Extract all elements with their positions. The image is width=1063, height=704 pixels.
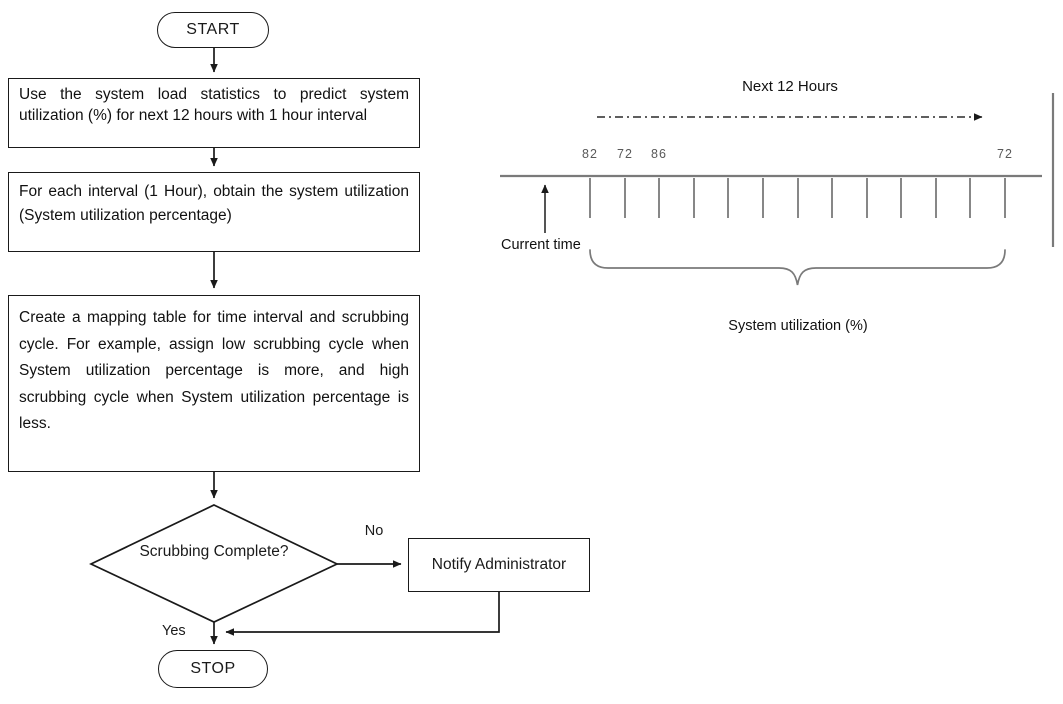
utilization-value-last: 72 <box>997 147 1013 161</box>
utilization-value-2: 72 <box>617 147 633 161</box>
decision-diamond-shape <box>89 504 339 623</box>
utilization-value-3: 86 <box>651 147 667 161</box>
timeline-title: Next 12 Hours <box>742 78 838 95</box>
process-step1: Use the system load statistics to predic… <box>8 78 420 148</box>
hour-tick-marks <box>589 178 1006 218</box>
start-node: START <box>157 12 269 48</box>
utilization-value-1: 82 <box>582 147 598 161</box>
notify-admin-label: Notify Administrator <box>431 556 567 573</box>
start-label: START <box>186 21 240 38</box>
system-utilization-label: System utilization (%) <box>728 318 868 334</box>
step2-text: For each interval (1 Hour), obtain the s… <box>19 183 409 224</box>
branch-yes-label: Yes <box>162 623 186 639</box>
process-step2: For each interval (1 Hour), obtain the s… <box>8 172 420 252</box>
step3-text: Create a mapping table for time interval… <box>19 309 409 432</box>
curly-brace <box>589 249 1006 286</box>
current-time-label: Current time <box>501 237 581 253</box>
step1-text: Use the system load statistics to predic… <box>19 86 409 124</box>
process-step3: Create a mapping table for time interval… <box>8 295 420 472</box>
connector-notify-merge <box>225 592 500 636</box>
notify-admin-node: Notify Administrator <box>408 538 590 592</box>
decision-label: Scrubbing Complete? <box>139 543 289 560</box>
branch-no-label: No <box>364 523 384 539</box>
flow-connectors <box>210 48 500 645</box>
stop-node: STOP <box>158 650 268 688</box>
stop-label: STOP <box>190 660 236 677</box>
